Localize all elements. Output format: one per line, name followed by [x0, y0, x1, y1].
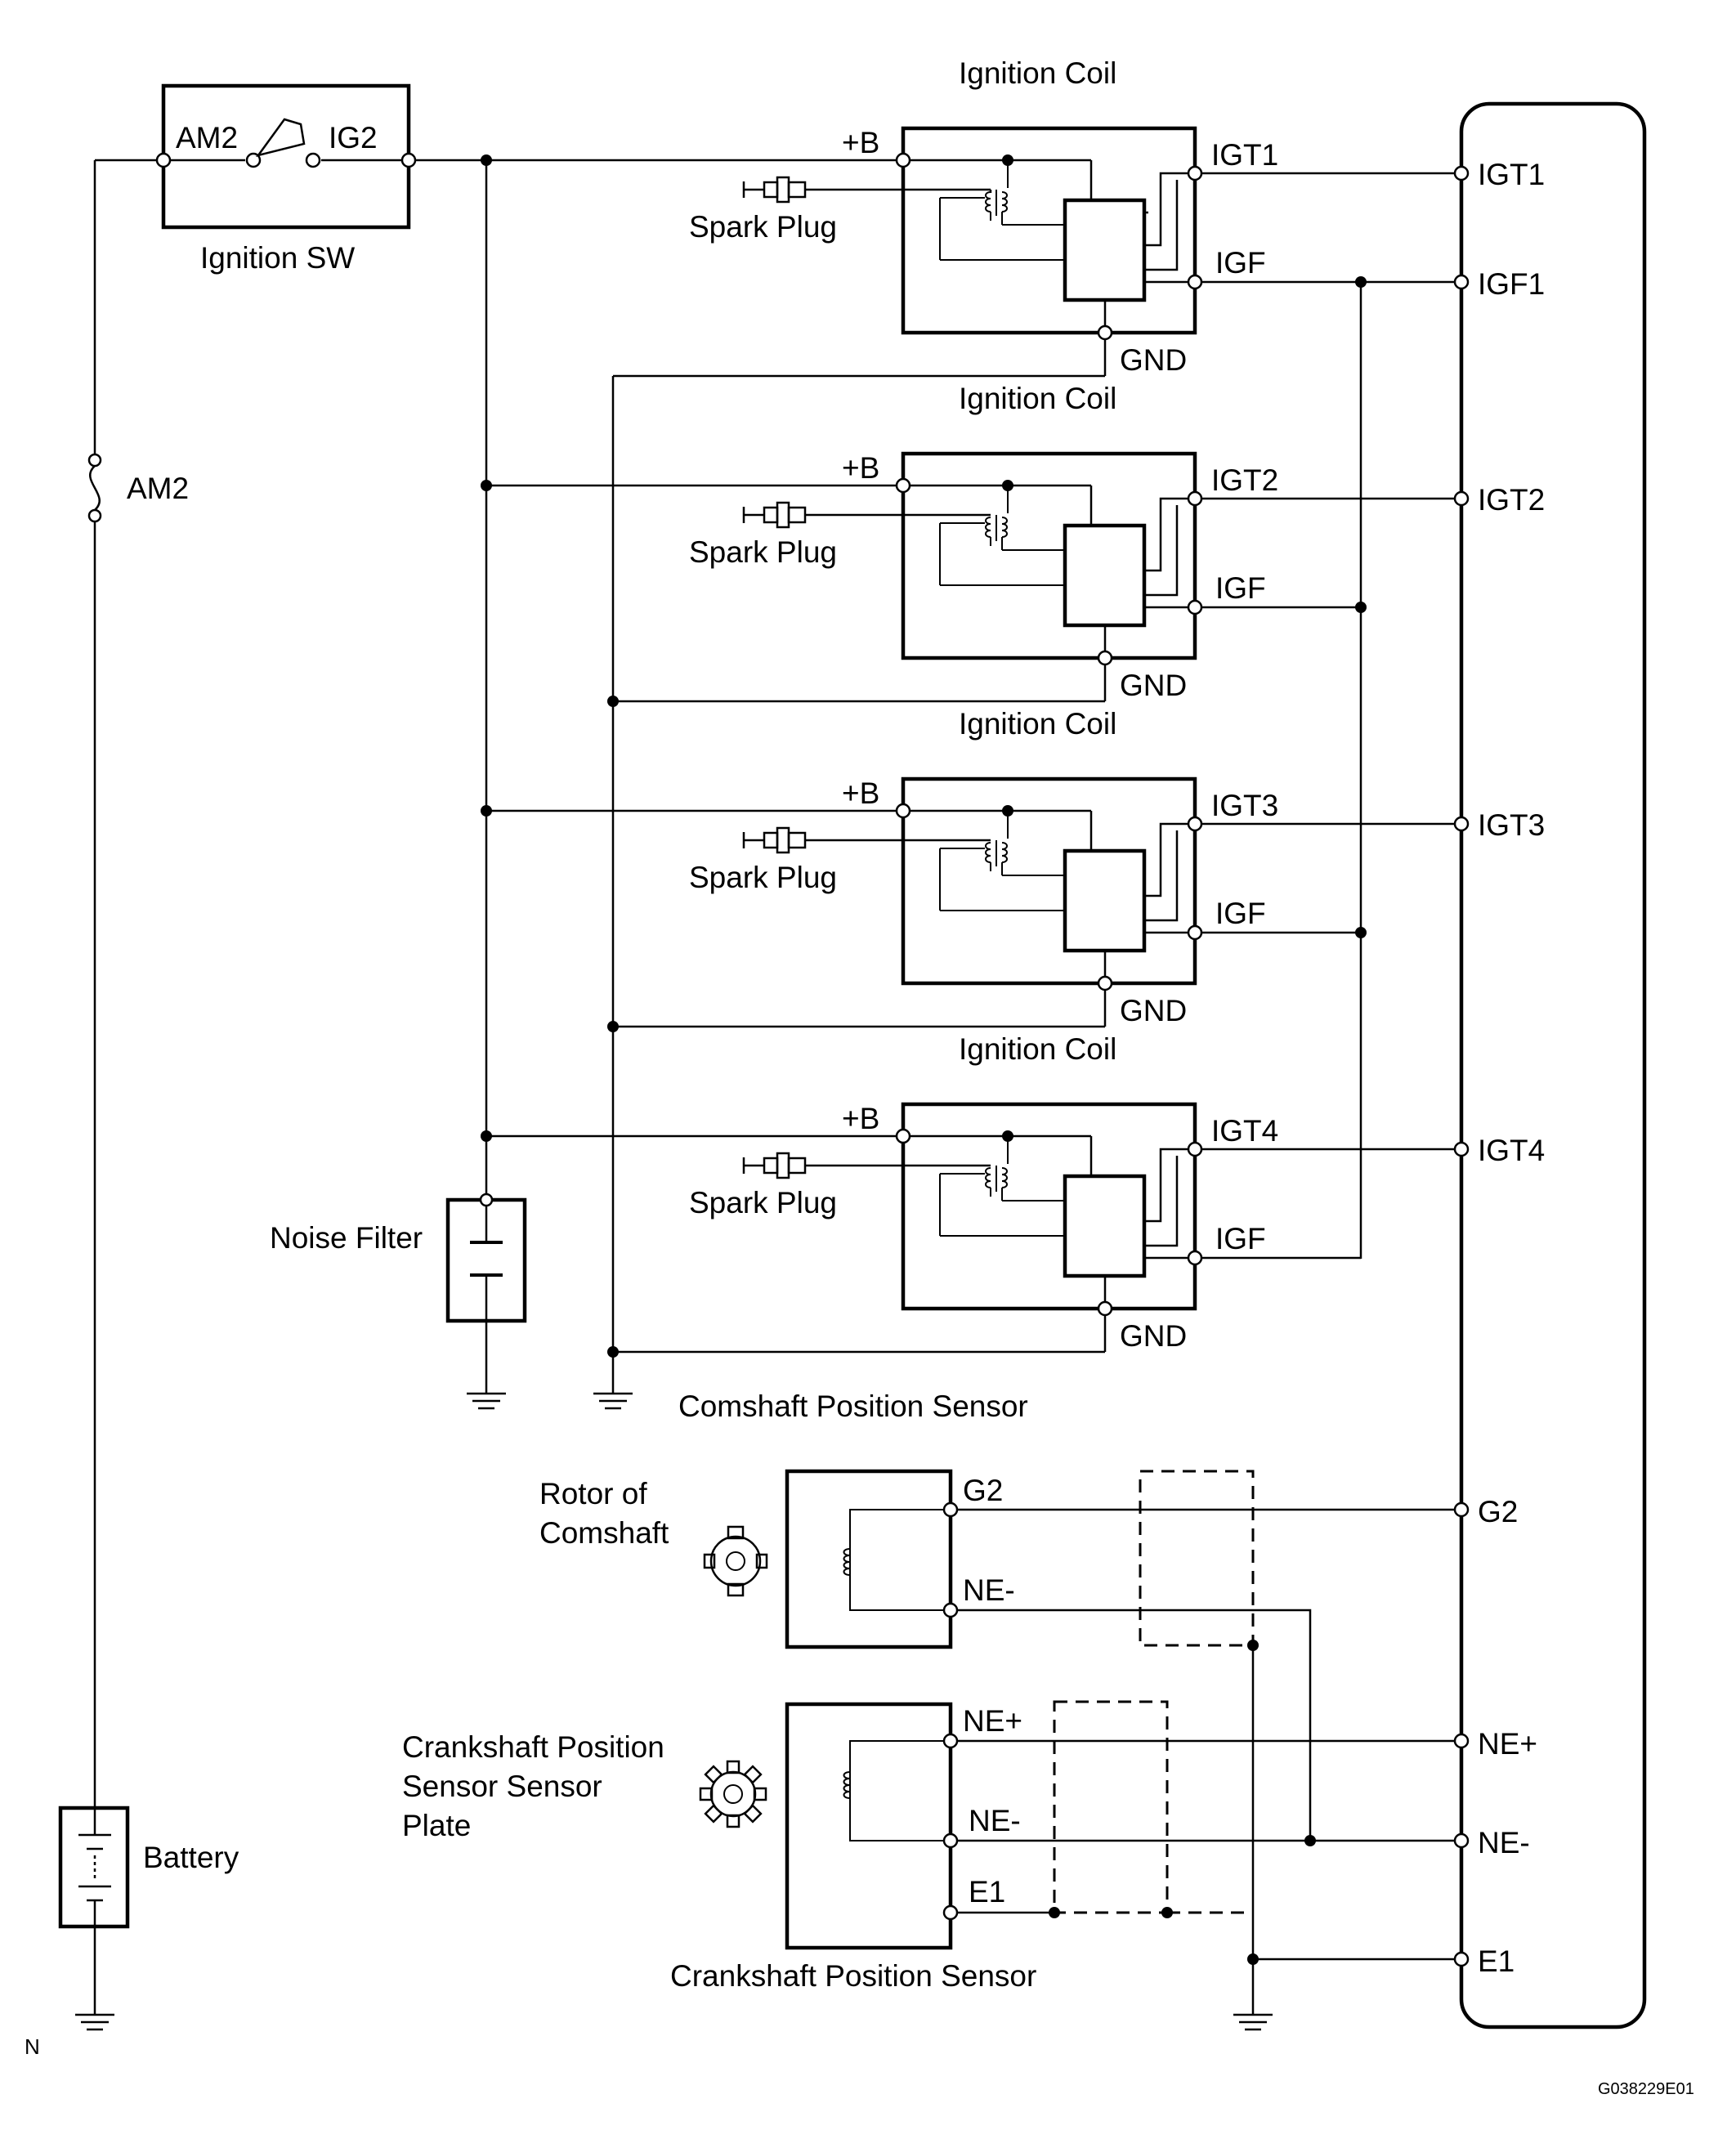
ecm-igf1-label: IGF1: [1478, 267, 1545, 301]
crankshaft-sensor: NE+ NE- E1: [785, 1702, 1022, 1950]
crankshaft-shield: [1053, 1700, 1169, 1914]
camshaft-sensor: G2 NE-: [785, 1469, 1015, 1649]
crank-ne-minus-label: NE-: [969, 1804, 1021, 1837]
plus-b-label: +B: [842, 451, 879, 485]
rotor-label-line1: Rotor of: [539, 1477, 647, 1510]
ignition-switch-ig2: IG2: [329, 121, 378, 154]
spark-plug-label: Spark Plug: [689, 210, 837, 244]
camshaft-ne-minus-label: NE-: [963, 1573, 1015, 1607]
ecm-igt-label: IGT1: [1478, 158, 1545, 191]
ecm-igt-label: IGT4: [1478, 1134, 1545, 1167]
spark-plug-icon: [742, 501, 807, 529]
plus-b-label: +B: [842, 126, 879, 159]
ignition-switch-label: Ignition SW: [200, 241, 355, 275]
ignition-switch-am2: AM2: [176, 121, 238, 154]
ecm-igt-label: IGT3: [1478, 808, 1545, 842]
noise-filter: Noise Filter: [270, 1193, 527, 1323]
plate-label-line2: Sensor Sensor: [402, 1770, 602, 1803]
plus-b-label: +B: [842, 1102, 879, 1135]
ecm-g2-label: G2: [1478, 1495, 1518, 1528]
ignition-coil-title: Ignition Coil: [959, 1032, 1116, 1066]
ecm-e1-label: E1: [1478, 1944, 1515, 1978]
crankshaft-sensor-title: Crankshaft Position Sensor: [670, 1959, 1036, 1993]
spark-plug-label: Spark Plug: [689, 535, 837, 569]
gnd-label: GND: [1120, 1319, 1187, 1353]
battery-ground-symbol: [75, 2013, 114, 2031]
crank-ne-plus-label: NE+: [963, 1704, 1022, 1738]
plate-label-line3: Plate: [402, 1809, 471, 1842]
corner-mark: N: [25, 2034, 40, 2059]
spark-plug-label: Spark Plug: [689, 1186, 837, 1219]
noise-filter-label: Noise Filter: [270, 1221, 423, 1255]
ecm-ne-plus-label: NE+: [1478, 1727, 1537, 1761]
igf-pin-label: IGF: [1215, 897, 1266, 930]
igt-pin-label: IGT3: [1211, 789, 1278, 822]
plate-label-line1: Crankshaft Position: [402, 1730, 664, 1764]
ignition-coil-2: Ignition Coil +B GND IGT2 IGF: [481, 382, 1545, 707]
ecm-ne-minus-label: NE-: [1478, 1826, 1530, 1859]
ignition-coil-1: Ignition Coil +B: [613, 56, 1545, 378]
gnd-label: GND: [1120, 994, 1187, 1027]
camshaft-rotor-icon: [703, 1525, 768, 1597]
igt-pin-label: IGT2: [1211, 463, 1278, 497]
ecm-igt-label: IGT2: [1478, 483, 1545, 517]
fuse-label: AM2: [127, 472, 189, 505]
camshaft-sensor-title: Comshaft Position Sensor: [678, 1389, 1028, 1423]
igf-pin-label: IGF: [1215, 246, 1266, 280]
am2-fuse: AM2: [87, 453, 189, 523]
igf-pin-label: IGF: [1215, 1222, 1266, 1255]
crankshaft-plate-gear-icon: [699, 1760, 767, 1828]
gnd-label: GND: [1120, 343, 1187, 377]
camshaft-shield: [1139, 1470, 1255, 1647]
coil-ground-symbol: [593, 1392, 633, 1410]
rotor-label-line2: Comshaft: [539, 1516, 669, 1550]
ignition-coil-title: Ignition Coil: [959, 707, 1116, 741]
battery-label: Battery: [143, 1841, 239, 1874]
gnd-label: GND: [1120, 669, 1187, 702]
figure-code: G038229E01: [1598, 2080, 1694, 2098]
spark-plug-icon: [742, 1152, 807, 1179]
spark-plug-label: Spark Plug: [689, 861, 837, 894]
crank-e1-label: E1: [969, 1875, 1005, 1909]
igf-pin-label: IGF: [1215, 571, 1266, 605]
noise-filter-ground-symbol: [467, 1392, 506, 1410]
ecm-box: [1459, 101, 1647, 2029]
battery: Battery: [58, 1806, 239, 1929]
sensor-ground-symbol: [1233, 2013, 1273, 2031]
igt-pin-label: IGT4: [1211, 1114, 1278, 1148]
ignition-switch: AM2 IG2 Ignition SW: [155, 83, 417, 275]
camshaft-g2-label: G2: [963, 1474, 1003, 1507]
igt-pin-label: IGT1: [1211, 138, 1278, 172]
spark-plug-icon: [742, 176, 807, 204]
ignition-coil-title: Ignition Coil: [959, 56, 1116, 90]
ignition-coil-3: Ignition Coil +B GND IGT3 IGF: [481, 707, 1545, 1032]
spark-plug-icon: [742, 826, 807, 854]
plus-b-label: +B: [842, 776, 879, 810]
ignition-coil-title: Ignition Coil: [959, 382, 1116, 415]
ignition-coil-4: Ignition Coil +B GND IGT4 IGF: [481, 1032, 1545, 1358]
